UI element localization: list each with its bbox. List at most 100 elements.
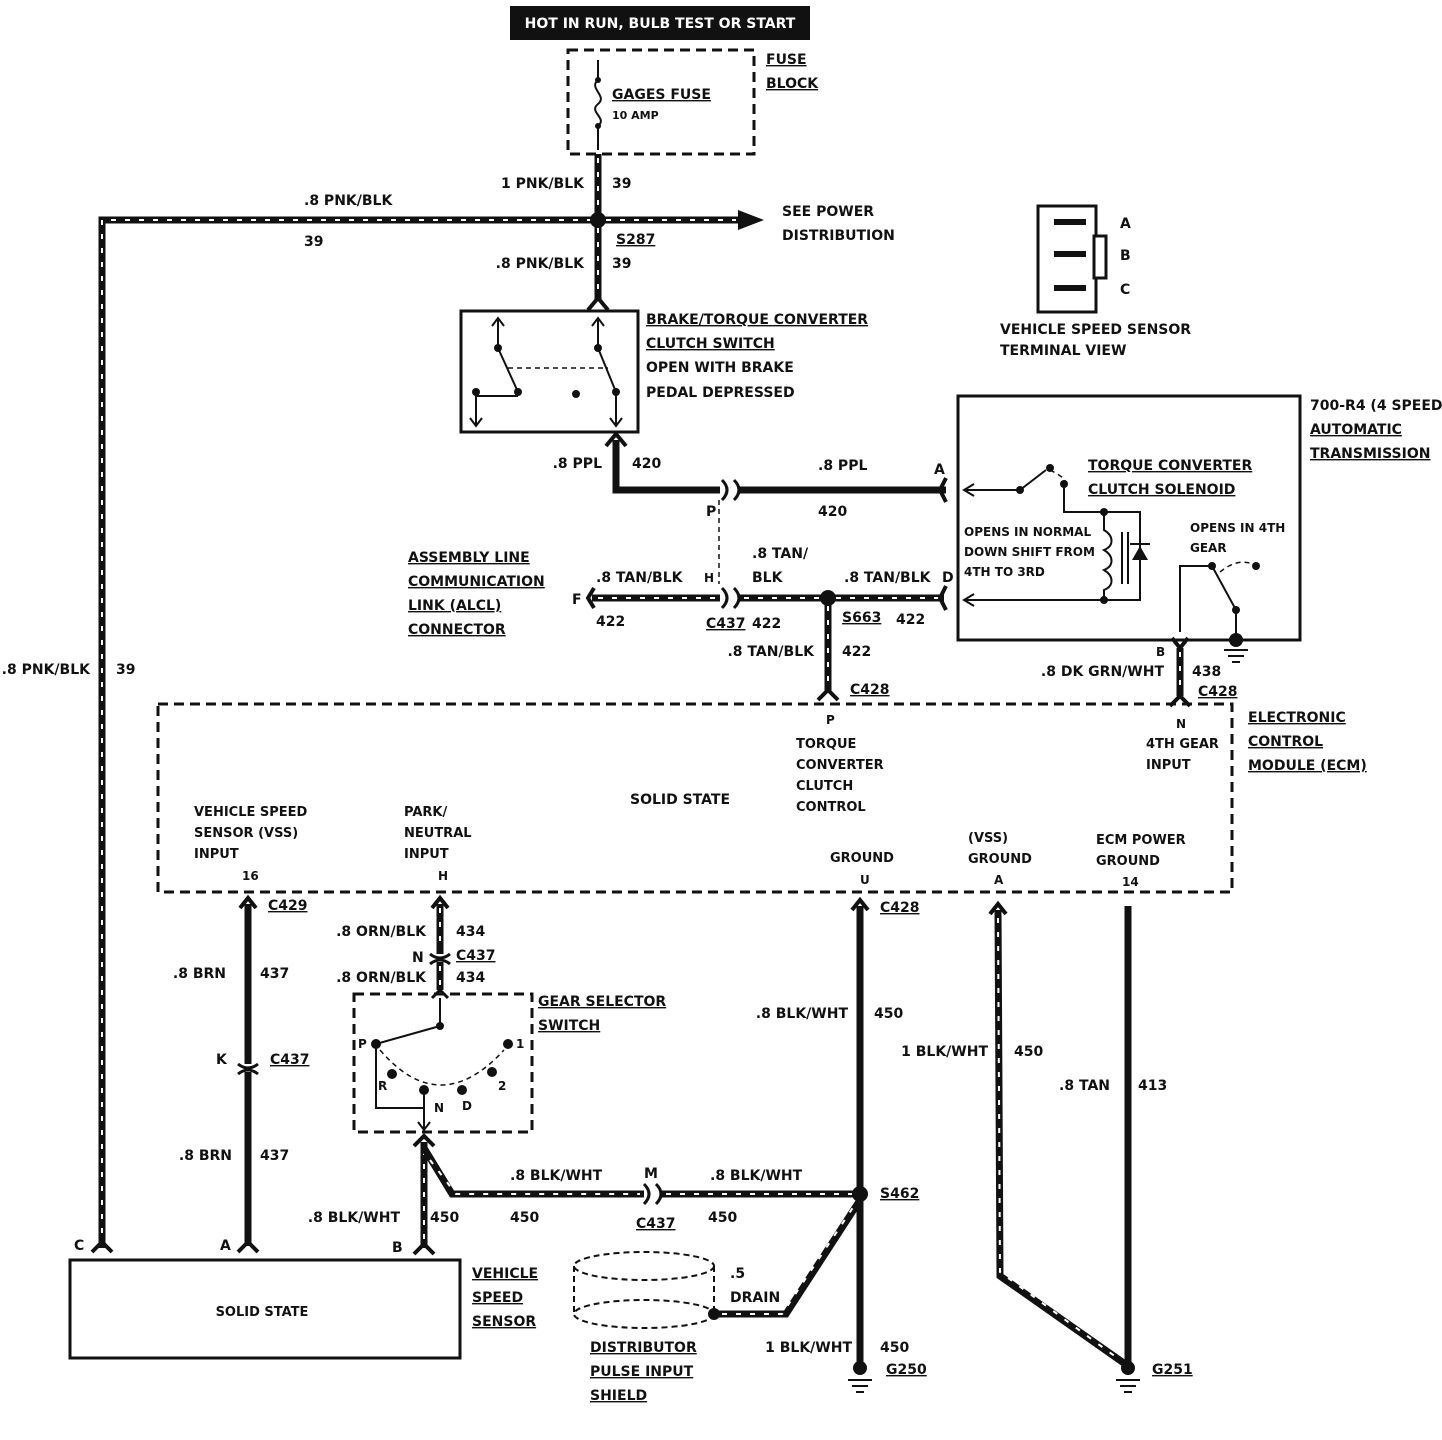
transmission-box xyxy=(956,394,1302,642)
trans-ground-symbol xyxy=(1224,649,1248,663)
ecm-pn-1: PARK/ xyxy=(404,805,447,820)
gear-pos-1-dot xyxy=(503,1039,513,1049)
ecm-gnd-pin: U xyxy=(860,873,870,887)
vss-gnd-connector xyxy=(988,900,1008,916)
shield-top xyxy=(573,1251,715,1281)
ground-g251-symbol xyxy=(1116,1379,1140,1393)
brake-switch-right-open-contact xyxy=(572,390,580,398)
connector-c428-n-label: C428 xyxy=(1198,684,1238,700)
tcc-diode xyxy=(1132,546,1148,560)
tcc-switch-link xyxy=(1049,469,1067,485)
brake-switch-right-arrow xyxy=(591,316,605,327)
alcl-title-2: COMMUNICATION xyxy=(408,574,545,590)
ground-g250-dot xyxy=(853,1361,867,1375)
gear-switch-output-arrow xyxy=(417,1121,431,1132)
connector-c429-label: C429 xyxy=(268,898,308,914)
wire-39-vertical-circuit: 39 xyxy=(116,662,135,678)
alcl-title-3: LINK (ALCL) xyxy=(408,598,501,614)
gages-fuse-symbol xyxy=(594,60,602,150)
vss-terminal-label-c: C xyxy=(1120,282,1130,298)
wire-420 xyxy=(612,440,720,494)
ecm-fourth-2: INPUT xyxy=(1146,758,1191,773)
wire-434-lower-circuit: 434 xyxy=(456,970,485,986)
drain-label-1: .5 xyxy=(730,1266,745,1282)
wire-450-vss-gnd xyxy=(994,909,1131,1369)
vss-terminal-label-b: B xyxy=(1120,248,1131,264)
ecm-title-1: ELECTRONIC xyxy=(1248,710,1346,726)
wire-434-upper-circuit: 434 xyxy=(456,924,485,940)
wire-450-mid-label: .8 BLK/WHT xyxy=(710,1168,803,1184)
fourth-switch-ground-dot xyxy=(1229,633,1243,647)
solenoid-title-2: CLUTCH SOLENOID xyxy=(1088,482,1235,498)
wire-422-right-circuit: 422 xyxy=(896,612,925,628)
tcc-switch-blade xyxy=(1019,469,1047,491)
brake-switch-right-down-arrow xyxy=(609,417,623,428)
brake-switch-box xyxy=(459,309,640,434)
wire-434-upper-label: .8 ORN/BLK xyxy=(336,924,427,940)
ecm-tcc-2: CONVERTER xyxy=(796,758,884,773)
ecm-pwr-gnd-1: ECM POWER xyxy=(1096,833,1186,848)
brake-switch-left-return-dot xyxy=(472,388,480,396)
pin-n-c437: N xyxy=(412,950,424,966)
wire-39-down-circuit: 39 xyxy=(612,256,631,272)
gear-selector-title-1: GEAR SELECTOR xyxy=(538,994,666,1010)
vss-pin-c: C xyxy=(74,1238,84,1254)
wire-450-ecm-label: .8 BLK/WHT xyxy=(756,1006,849,1022)
ecm-vss-gnd-pin: A xyxy=(994,873,1004,887)
power-banner xyxy=(510,6,810,40)
brake-switch-connector-top xyxy=(586,294,610,312)
wire-39-fuse-out-label: 1 PNK/BLK xyxy=(501,176,585,192)
ecm-pn-2: NEUTRAL xyxy=(404,826,472,841)
see-power-1: SEE POWER xyxy=(782,204,874,220)
pin-d-trans: D xyxy=(942,570,954,586)
ecm-vss-gnd-2: GROUND xyxy=(968,852,1032,867)
wire-422-left-label: .8 TAN/BLK xyxy=(596,570,684,586)
brake-switch-right-blade xyxy=(597,347,617,393)
wire-413-label: .8 TAN xyxy=(1059,1078,1110,1094)
brake-switch-title-2: CLUTCH SWITCH xyxy=(646,336,775,352)
gear-pos-r-dot xyxy=(387,1069,397,1079)
tcc-solenoid-coil xyxy=(1101,512,1113,600)
connector-c437-k xyxy=(237,1062,259,1076)
vss-pin-c-connector xyxy=(90,1239,114,1254)
wire-422-right-label: .8 TAN/BLK xyxy=(844,570,932,586)
splice-s287-label: S287 xyxy=(616,232,655,248)
gear-pos-r: R xyxy=(378,1079,387,1093)
ecm-vss-2: SENSOR (VSS) xyxy=(194,826,298,841)
ecm-connector-top-label: C428 xyxy=(850,682,890,698)
wire-422-down-label: .8 TAN/BLK xyxy=(727,644,815,660)
gear-pos-p: P xyxy=(358,1037,367,1051)
transmission-title-1: 700-R4 (4 SPEED) xyxy=(1310,398,1442,414)
ecm-title-2: CONTROL xyxy=(1248,734,1323,750)
gear-pos-d-dot xyxy=(457,1085,467,1095)
connector-c428-gnd xyxy=(850,896,870,912)
transmission-title-3: TRANSMISSION xyxy=(1310,446,1430,462)
ecm-pwr-gnd-2: GROUND xyxy=(1096,854,1160,869)
opens-4th-2: GEAR xyxy=(1190,541,1227,555)
vss-pin-a: A xyxy=(220,1238,231,1254)
wire-450-vss-gnd-stripe xyxy=(997,917,1121,1361)
connector-c429 xyxy=(238,894,258,910)
ecm-tcc-1: TORQUE xyxy=(796,737,856,752)
wire-drain-stripe xyxy=(722,1205,855,1315)
wire-39-vertical-label: .8 PNK/BLK xyxy=(2,662,91,678)
vss-terminal-caption-2: TERMINAL VIEW xyxy=(1000,343,1126,359)
fuse-block-title-2: BLOCK xyxy=(766,76,819,92)
trans-input-a-arrow xyxy=(962,483,975,497)
power-banner-text: HOT IN RUN, BULB TEST OR START xyxy=(525,16,796,32)
pin-f-alcl: F xyxy=(572,592,582,608)
splice-s663-label: S663 xyxy=(842,610,881,626)
wire-450-ecm-circuit: 450 xyxy=(874,1006,903,1022)
ground-g250-label: G250 xyxy=(886,1362,927,1378)
gear-pos-d: D xyxy=(462,1099,472,1113)
gear-switch-arc xyxy=(379,1049,505,1086)
gear-switch-connector-bottom xyxy=(412,1133,436,1148)
vss-terminal-caption-1: VEHICLE SPEED SENSOR xyxy=(1000,322,1191,338)
gear-pos-1: 1 xyxy=(516,1037,524,1051)
pin-h-alcl: H xyxy=(704,571,714,585)
gages-fuse-label: GAGES FUSE xyxy=(612,87,711,103)
tcc-coil-feed xyxy=(1063,484,1104,513)
alcl-connector-f xyxy=(585,586,596,610)
connector-c437-m-label: C437 xyxy=(636,1216,676,1232)
